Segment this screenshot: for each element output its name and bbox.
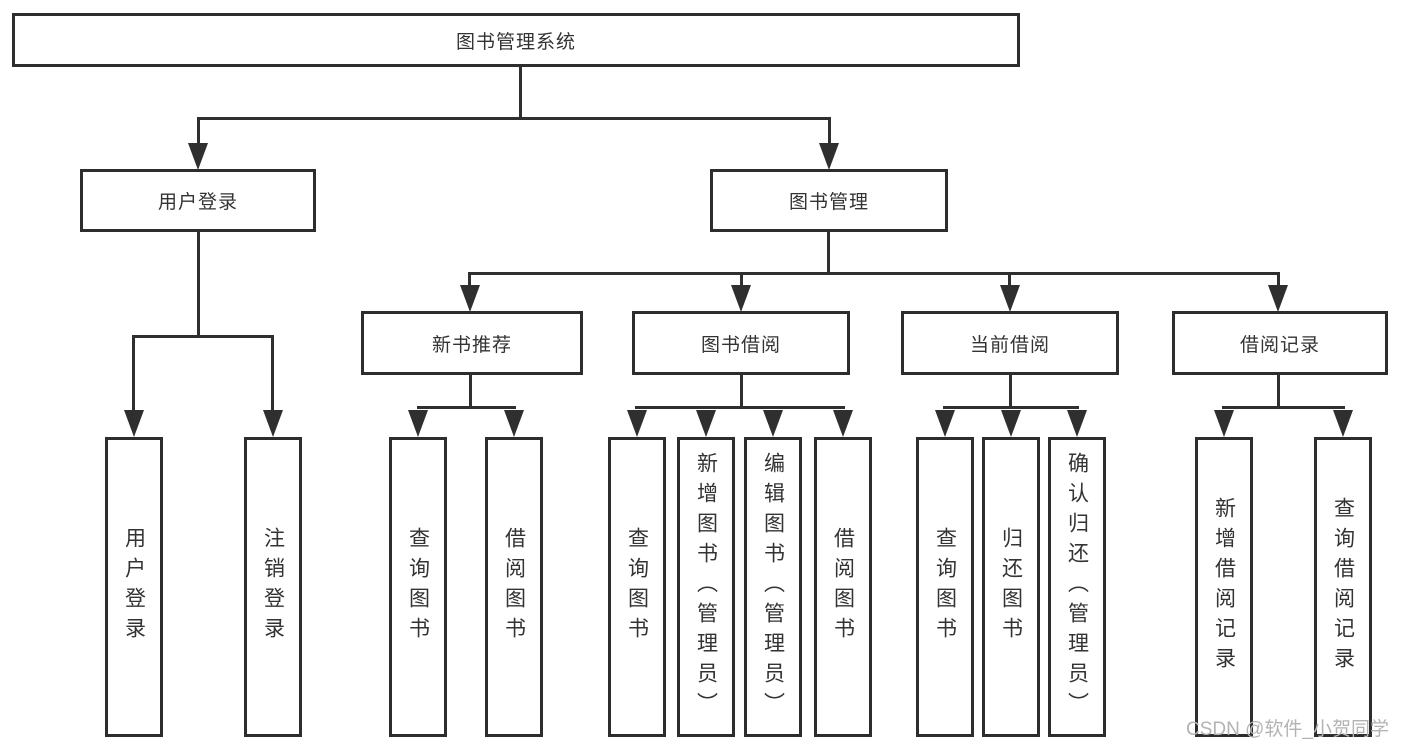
connector-line (197, 117, 200, 146)
leaf-bb-borrow-books: 借阅图书 (814, 437, 872, 737)
connector-line (469, 373, 472, 406)
node-root-label: 图书管理系统 (455, 31, 576, 53)
connector-line (740, 373, 743, 406)
connector-line (271, 335, 274, 412)
leaf-user-login-label: 用户登录 (122, 527, 146, 647)
connector-line (1277, 272, 1280, 288)
arrow-down-icon (935, 410, 955, 437)
leaf-bb-borrow-books-label: 借阅图书 (831, 527, 855, 647)
arrow-down-icon (188, 143, 208, 170)
node-borrow-record: 借阅记录 (1172, 311, 1388, 375)
connector-line (468, 272, 1280, 275)
leaf-br-query-borrow-record-label: 查询借阅记录 (1331, 497, 1355, 677)
arrow-down-icon (1214, 410, 1234, 437)
leaf-bb-add-books-admin: 新增图书（管理员） (677, 437, 735, 737)
node-new-book-recommend: 新书推荐 (361, 311, 583, 375)
connector-line (827, 230, 830, 272)
connector-line (1008, 272, 1011, 288)
leaf-br-add-borrow-record: 新增借阅记录 (1195, 437, 1253, 737)
arrow-down-icon (124, 410, 144, 437)
node-borrow-record-label: 借阅记录 (1239, 334, 1320, 356)
leaf-bb-edit-books-admin-label: 编辑图书（管理员） (761, 452, 785, 722)
node-book-management-label: 图书管理 (788, 192, 869, 213)
node-current-borrow-label: 当前借阅 (969, 334, 1050, 356)
arrow-down-icon (833, 410, 853, 437)
leaf-cb-confirm-return-admin-label: 确认归还（管理员） (1065, 452, 1089, 722)
leaf-cb-return-books: 归还图书 (982, 437, 1040, 737)
connector-line (519, 66, 522, 117)
arrow-down-icon (408, 410, 428, 437)
arrow-down-icon (731, 285, 751, 312)
arrow-down-icon (1001, 410, 1021, 437)
connector-line (635, 406, 845, 409)
connector-line (740, 272, 743, 288)
leaf-bb-query-books: 查询图书 (608, 437, 666, 737)
connector-line (417, 406, 516, 409)
leaf-cb-query-books: 查询图书 (916, 437, 974, 737)
leaf-nbr-borrow-books: 借阅图书 (485, 437, 543, 737)
arrow-down-icon (627, 410, 647, 437)
arrow-down-icon (1333, 410, 1353, 437)
connector-line (132, 335, 135, 412)
connector-line (132, 335, 274, 338)
arrow-down-icon (1067, 410, 1087, 437)
leaf-user-login: 用户登录 (105, 437, 163, 737)
connector-line (828, 117, 831, 146)
leaf-logout: 注销登录 (244, 437, 302, 737)
node-new-book-recommend-label: 新书推荐 (431, 334, 512, 356)
connector-line (1009, 373, 1012, 406)
leaf-br-add-borrow-record-label: 新增借阅记录 (1212, 497, 1236, 677)
leaf-bb-query-books-label: 查询图书 (625, 527, 649, 647)
connector-line (943, 406, 1079, 409)
node-user-login-label: 用户登录 (157, 192, 238, 213)
leaf-cb-return-books-label: 归还图书 (999, 527, 1023, 647)
leaf-logout-label: 注销登录 (261, 527, 285, 647)
arrow-down-icon (504, 410, 524, 437)
connector-line (1222, 406, 1345, 409)
node-book-borrow: 图书借阅 (632, 311, 850, 375)
arrow-down-icon (696, 410, 716, 437)
leaf-bb-edit-books-admin: 编辑图书（管理员） (744, 437, 802, 737)
node-user-login: 用户登录 (80, 169, 316, 232)
leaf-bb-add-books-admin-label: 新增图书（管理员） (694, 452, 718, 722)
node-root: 图书管理系统 (12, 13, 1020, 67)
arrow-down-icon (460, 285, 480, 312)
connector-line (468, 272, 471, 288)
leaf-nbr-query-books-label: 查询图书 (406, 527, 430, 647)
leaf-cb-query-books-label: 查询图书 (933, 527, 957, 647)
arrow-down-icon (819, 143, 839, 170)
arrow-down-icon (1000, 285, 1020, 312)
leaf-nbr-borrow-books-label: 借阅图书 (502, 527, 526, 647)
arrow-down-icon (763, 410, 783, 437)
connector-line (1277, 373, 1280, 406)
leaf-nbr-query-books: 查询图书 (389, 437, 447, 737)
connector-line (197, 230, 200, 335)
node-current-borrow: 当前借阅 (901, 311, 1119, 375)
arrow-down-icon (1268, 285, 1288, 312)
leaf-cb-confirm-return-admin: 确认归还（管理员） (1048, 437, 1106, 737)
leaf-br-query-borrow-record: 查询借阅记录 (1314, 437, 1372, 737)
connector-line (197, 117, 831, 120)
node-book-management: 图书管理 (710, 169, 948, 232)
csdn-watermark: CSDN @软件_小贺同学 (1186, 719, 1389, 740)
arrow-down-icon (263, 410, 283, 437)
node-book-borrow-label: 图书借阅 (700, 334, 781, 356)
